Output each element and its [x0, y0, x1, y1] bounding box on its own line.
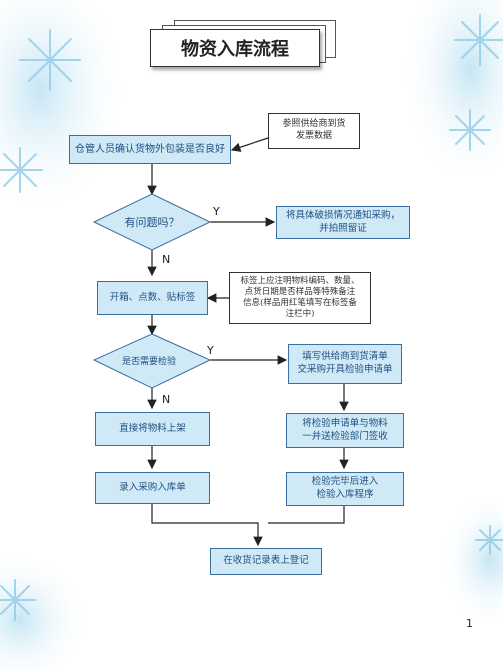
fill-list-box: 填写供给商到货清单 交采购开具检验申请单	[288, 344, 402, 384]
page-title: 物资入库流程	[150, 29, 320, 67]
open-count-label-box: 开箱、点数、贴标签	[97, 281, 208, 315]
no-label: N	[162, 253, 171, 266]
direct-shelf-box: 直接将物料上架	[95, 412, 210, 446]
ref-connector	[230, 137, 269, 152]
enter-order-box: 录入采购入库单	[95, 472, 210, 504]
no-label: N	[162, 393, 171, 406]
decision-diamond-problem	[92, 193, 212, 251]
page-number: 1	[466, 617, 473, 630]
after-inspect-box: 检验完毕后进入 检验入库程序	[286, 472, 404, 506]
yes-label: Y	[207, 344, 214, 357]
inspect-package-box: 仓管人员确认货物外包装是否良好	[69, 135, 231, 164]
reference-note: 参照供给商到货 发票数据	[268, 113, 360, 149]
label-note: 标签上应注明物料编码、数量、 点货日期是否样品等特殊备注 信息(样品用红笔填写在…	[229, 272, 371, 324]
decision-diamond-inspect	[92, 333, 212, 389]
notify-purchase-box: 将具体破损情况通知采购， 并拍照留证	[276, 206, 410, 239]
register-box: 在收货记录表上登记	[210, 548, 322, 575]
title-banner: 物资入库流程	[148, 18, 338, 67]
arrow-after-register	[268, 506, 345, 524]
arrow-order-register	[151, 504, 263, 547]
decision-inspect-label: 是否需要检验	[121, 357, 176, 367]
decision-problem-label: 有问题吗？	[124, 216, 180, 229]
yes-label: Y	[213, 205, 220, 218]
send-inspect-box: 将检验申请单与物料 一并送检验部门签收	[286, 413, 404, 448]
